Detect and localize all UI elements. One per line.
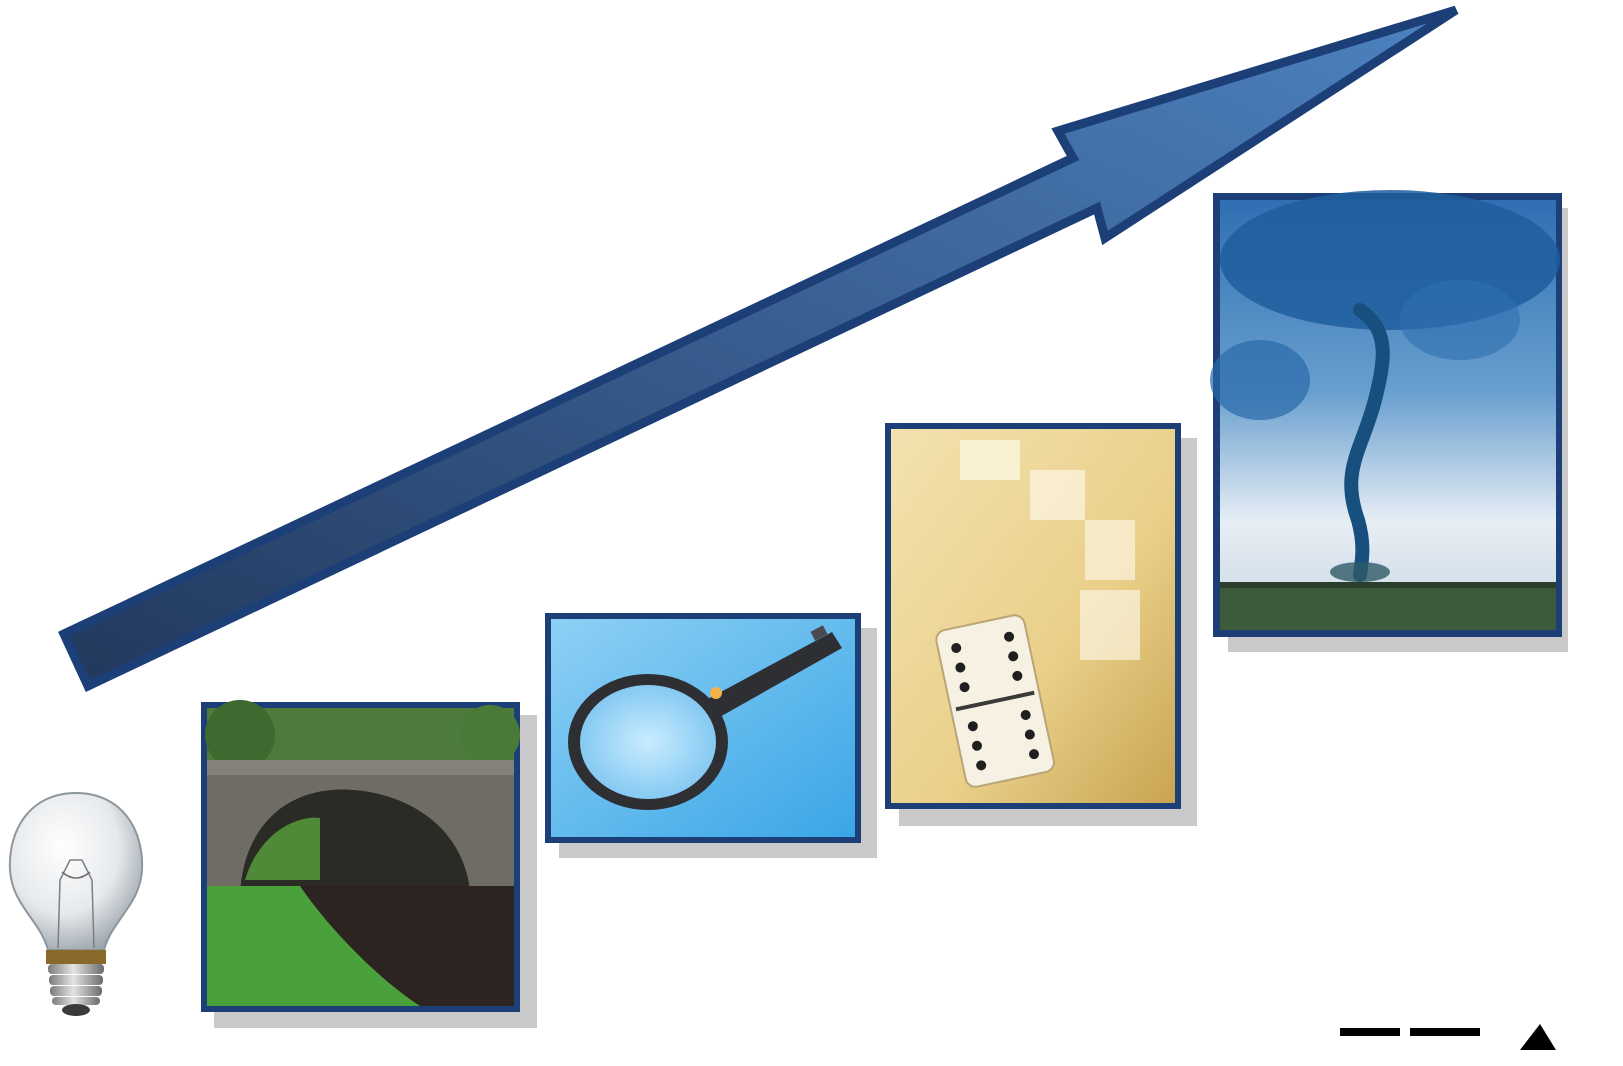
magnifier-photo <box>545 613 877 858</box>
logo-mark <box>1340 1024 1556 1066</box>
tornado-photo <box>1210 190 1568 652</box>
bridge-photo <box>201 700 537 1028</box>
lightbulb-icon <box>10 793 142 1016</box>
dominoes-photo <box>885 423 1197 826</box>
